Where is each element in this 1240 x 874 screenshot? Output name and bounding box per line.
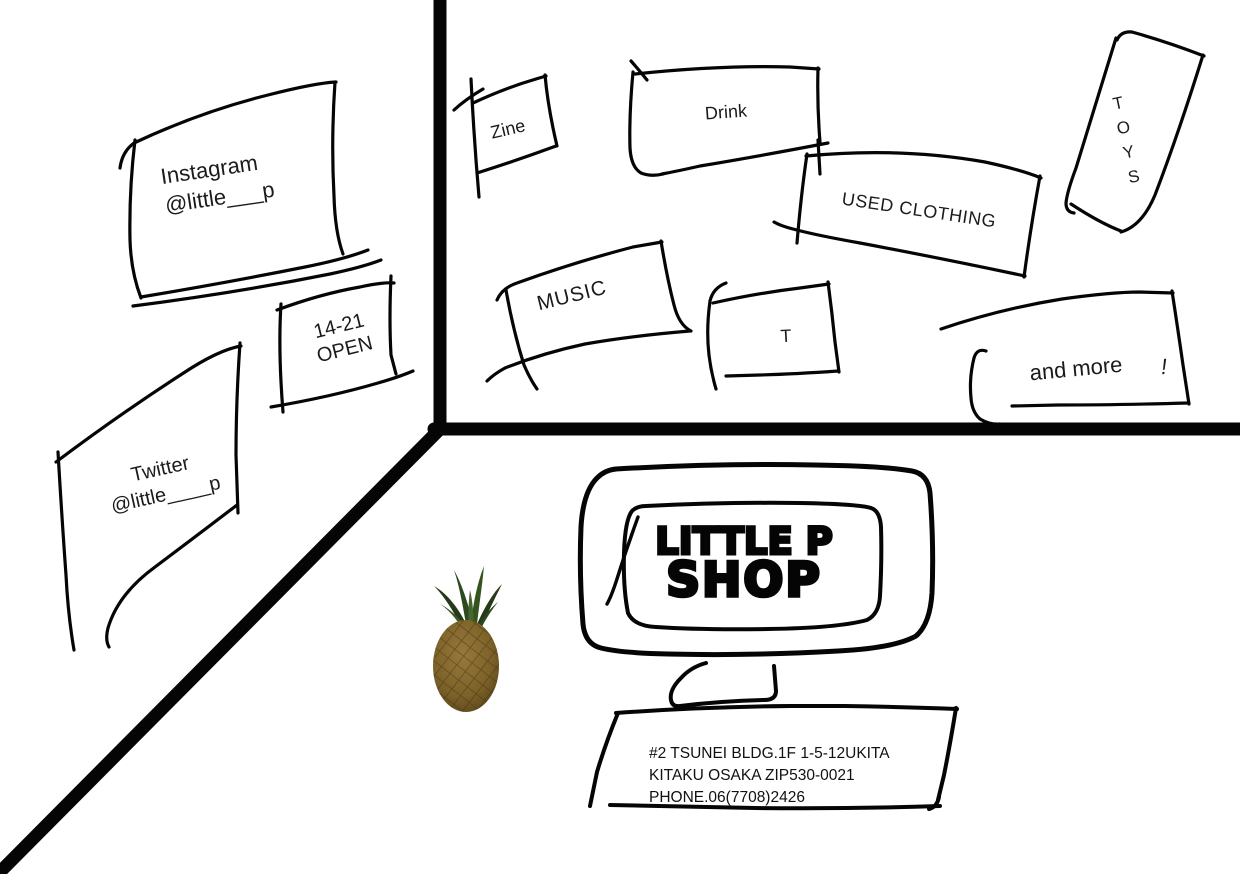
toys-letter: Y	[1121, 141, 1137, 163]
pineapple-body	[433, 620, 499, 712]
monitor-outline	[577, 462, 936, 709]
and-more-box-outline	[939, 289, 1191, 426]
toys-letter: O	[1114, 117, 1132, 139]
toys-letter: S	[1126, 166, 1142, 188]
instagram-box-outline	[118, 80, 383, 308]
zine-box-outline	[452, 73, 559, 199]
address-line3: PHONE.06(7708)2426	[649, 789, 805, 806]
toys-box-outline	[1064, 30, 1206, 234]
pineapple-image	[433, 566, 502, 712]
address-line1: #2 TSUNEI BLDG.1F 1-5-12UKITA	[649, 745, 890, 762]
address-line2: KITAKU OSAKA ZIP530-0021	[649, 767, 855, 784]
used-clothing-box-outline	[772, 138, 1043, 279]
exclamation-mark: !	[1160, 353, 1168, 380]
music-box-outline	[485, 239, 693, 391]
logo-line1: LITTLE P	[654, 520, 835, 563]
t-box-outline	[706, 280, 841, 391]
twitter-box-outline	[54, 341, 243, 652]
shop-address: #2 TSUNEI BLDG.1F 1-5-12UKITA KITAKU OSA…	[649, 743, 929, 809]
shop-logo: LITTLE P SHOP	[630, 520, 858, 609]
logo-line2: SHOP	[664, 553, 822, 609]
address-box-outline	[588, 704, 959, 811]
t-shirts-label: T	[779, 325, 792, 347]
drink-box-outline	[628, 59, 830, 177]
hours-box-outline	[269, 274, 415, 414]
toys-letter: T	[1111, 92, 1126, 114]
